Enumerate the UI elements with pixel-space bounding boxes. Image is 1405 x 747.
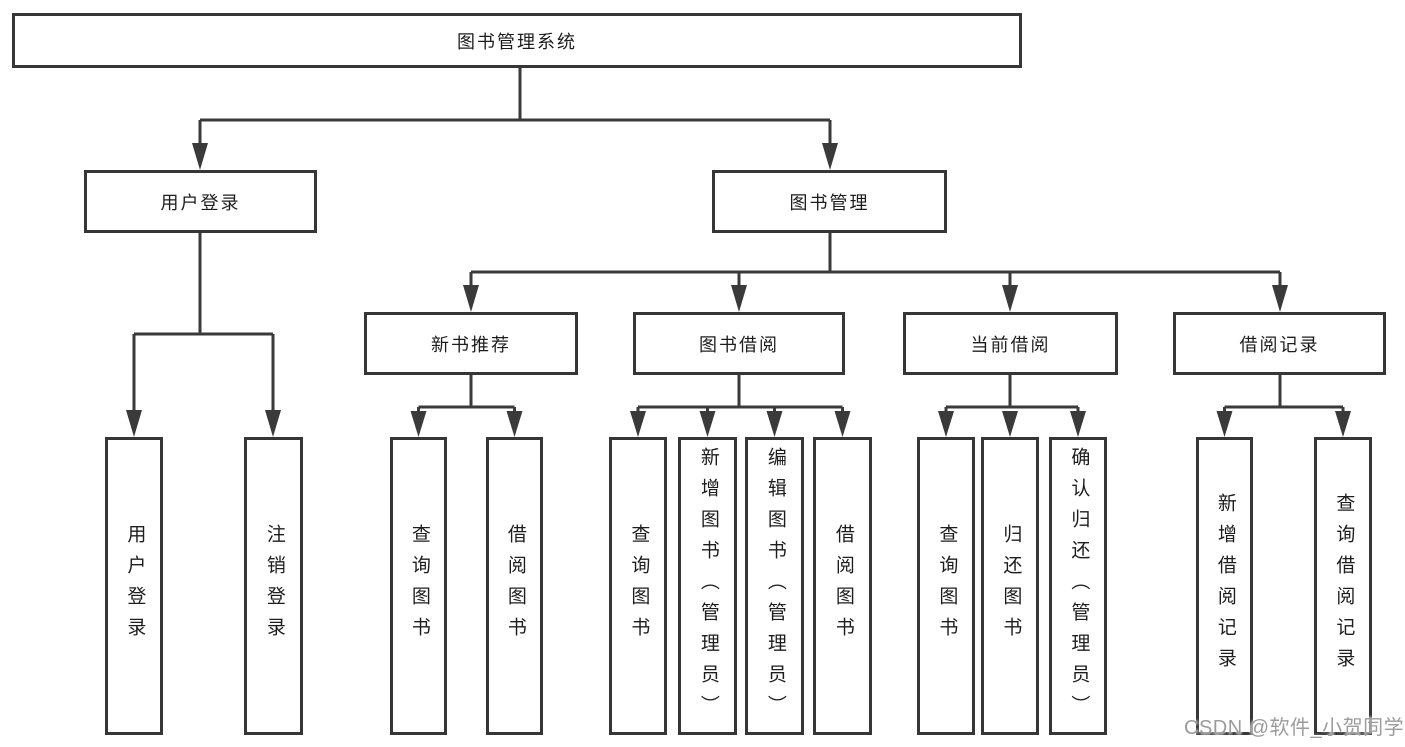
leaf-logout: 注销登录 [244,437,303,735]
node-root: 图书管理系统 [12,13,1022,68]
leaf-user-login-label: 用户登录 [124,524,146,648]
connector-borrowing-records [1216,375,1351,437]
connector-book-management [463,233,1288,312]
leaf-edit-book-admin: 编辑图书（管理员） [745,437,804,735]
leaf-confirm-return-admin-label: 确认归还（管理员） [1068,446,1090,726]
connector-root [192,68,838,170]
leaf-borrowing-borrow-books: 借阅图书 [813,437,872,735]
leaf-return-books-label: 归还图书 [1000,524,1022,648]
node-book-borrowing-label: 图书借阅 [699,334,779,355]
leaf-borrowing-borrow-books-label: 借阅图书 [832,524,854,648]
connector-new-book-recommend [410,375,523,437]
leaf-current-query-books: 查询图书 [917,437,975,735]
leaf-recommend-query-books-label: 查询图书 [408,524,430,648]
leaf-user-login: 用户登录 [105,437,163,735]
leaf-recommend-borrow-books-label: 借阅图书 [504,524,526,648]
node-root-label: 图书管理系统 [457,31,577,52]
node-user-login: 用户登录 [84,170,317,233]
node-borrowing-records: 借阅记录 [1173,312,1386,375]
leaf-add-borrow-record: 新增借阅记录 [1196,437,1253,735]
watermark: CSDN @软件_小贺同学 [1184,717,1405,739]
leaf-borrowing-query-books: 查询图书 [609,437,667,735]
leaf-add-book-admin-label: 新增图书（管理员） [697,446,719,726]
leaf-edit-book-admin-label: 编辑图书（管理员） [764,446,786,726]
leaf-recommend-borrow-books: 借阅图书 [486,437,543,735]
leaf-confirm-return-admin: 确认归还（管理员） [1049,437,1107,735]
node-current-borrowing-label: 当前借阅 [970,334,1051,355]
node-new-book-recommend-label: 新书推荐 [431,334,511,355]
leaf-query-borrow-record: 查询借阅记录 [1314,437,1372,735]
node-book-management-label: 图书管理 [789,192,870,213]
connector-user-login [126,233,281,437]
node-new-book-recommend: 新书推荐 [364,312,578,375]
leaf-borrowing-query-books-label: 查询图书 [628,524,650,648]
connector-book-borrowing [630,375,851,437]
leaf-recommend-query-books: 查询图书 [390,437,447,735]
node-current-borrowing: 当前借阅 [903,312,1118,375]
leaf-query-borrow-record-label: 查询借阅记录 [1333,493,1355,679]
leaf-return-books: 归还图书 [981,437,1039,735]
connector-current-borrowing [938,375,1086,437]
node-user-login-label: 用户登录 [160,192,241,213]
leaf-logout-label: 注销登录 [263,524,285,648]
node-book-management: 图书管理 [712,170,947,233]
leaf-add-borrow-record-label: 新增借阅记录 [1214,493,1236,679]
node-borrowing-records-label: 借阅记录 [1239,334,1320,355]
leaf-add-book-admin: 新增图书（管理员） [678,437,737,735]
node-book-borrowing: 图书借阅 [633,312,845,375]
leaf-current-query-books-label: 查询图书 [936,524,958,648]
